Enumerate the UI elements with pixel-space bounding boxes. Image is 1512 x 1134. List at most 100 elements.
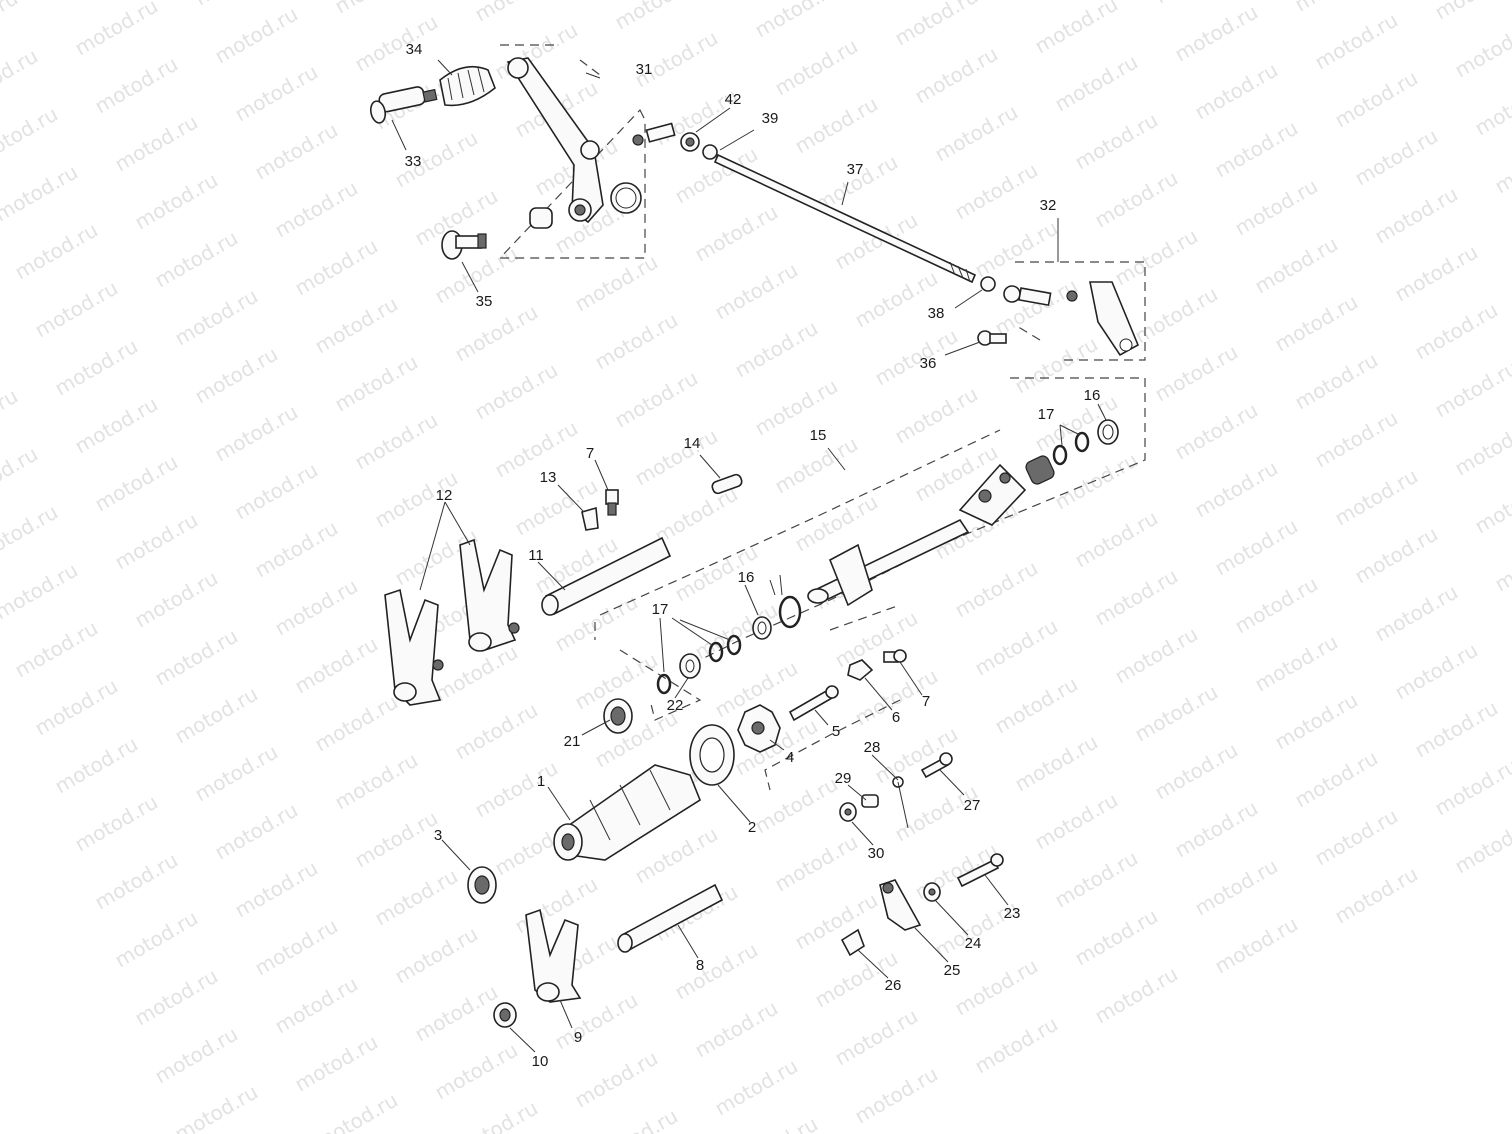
- watermark-text: motod.ru: [151, 1022, 242, 1089]
- callout-12: 12: [436, 487, 453, 504]
- part-1-shift-drum: [553, 764, 701, 861]
- watermark-text: motod.ru: [631, 424, 722, 491]
- callout-9: 9: [574, 1029, 582, 1046]
- watermark-text: motod.ru: [791, 888, 882, 955]
- watermark-text: motod.ru: [1331, 66, 1422, 133]
- watermark-text: motod.ru: [1151, 0, 1242, 8]
- watermark-text: motod.ru: [1391, 240, 1482, 307]
- watermark-text: motod.ru: [591, 1104, 682, 1134]
- part-21-needle-bearing: [603, 698, 633, 734]
- watermark-text: motod.ru: [1051, 448, 1142, 515]
- watermark-text: motod.ru: [351, 806, 442, 873]
- watermark-text: motod.ru: [351, 408, 442, 475]
- watermark-text: motod.ru: [1391, 638, 1482, 705]
- part-33-pivot-bolt: [369, 86, 438, 124]
- watermark-text: motod.ru: [1451, 812, 1512, 879]
- watermark-text: motod.ru: [371, 864, 462, 931]
- watermark-text: motod.ru: [1151, 738, 1242, 805]
- watermark-text: motod.ru: [1151, 340, 1242, 407]
- watermark-text: motod.ru: [151, 624, 242, 691]
- watermark-text: motod.ru: [1111, 622, 1202, 689]
- part-35-bolt: [441, 230, 487, 260]
- watermark-text: motod.ru: [1331, 862, 1422, 929]
- watermark-text: motod.ru: [1471, 74, 1512, 141]
- part-30-washer: [839, 802, 857, 822]
- watermark-text: motod.ru: [691, 996, 782, 1063]
- watermark-text: motod.ru: [0, 384, 22, 451]
- watermark-text: motod.ru: [0, 558, 82, 625]
- watermark-text: motod.ru: [51, 0, 142, 2]
- watermark-text: motod.ru: [971, 614, 1062, 681]
- watermark-text: motod.ru: [251, 516, 342, 583]
- watermark-text: motod.ru: [731, 316, 822, 383]
- watermark-text: motod.ru: [1131, 680, 1222, 747]
- part-39-nut: [702, 144, 718, 160]
- watermark-text: motod.ru: [771, 34, 862, 101]
- callout-32: 32: [1040, 197, 1057, 214]
- watermark-text: motod.ru: [791, 490, 882, 557]
- group-32-outline: [1014, 261, 1146, 361]
- watermark-text: motod.ru: [451, 300, 542, 367]
- watermark-text: motod.ru: [1351, 124, 1442, 191]
- watermark-text: motod.ru: [891, 382, 982, 449]
- callout-42: 42: [725, 91, 742, 108]
- part-7-screw-upper: [605, 489, 619, 516]
- watermark-text: motod.ru: [591, 308, 682, 375]
- part-15-shaft: [807, 463, 1027, 607]
- watermark-text: motod.ru: [111, 906, 202, 973]
- watermark-text: motod.ru: [1251, 630, 1342, 697]
- watermark-text: motod.ru: [1051, 50, 1142, 117]
- watermark-text: motod.ru: [1171, 0, 1262, 66]
- watermark-text: motod.ru: [91, 848, 182, 915]
- watermark-text: motod.ru: [711, 1054, 802, 1121]
- watermark-text: motod.ru: [151, 226, 242, 293]
- callout-35: 35: [476, 293, 493, 310]
- watermark-text: motod.ru: [1311, 8, 1402, 75]
- watermark-text: motod.ru: [1071, 506, 1162, 573]
- watermark-text: motod.ru: [51, 732, 142, 799]
- callout-38: 38: [928, 305, 945, 322]
- watermark-text: motod.ru: [31, 276, 122, 343]
- callout-26: 26: [885, 977, 902, 994]
- watermark-text: motod.ru: [251, 914, 342, 981]
- watermark-text: motod.ru: [1171, 796, 1262, 863]
- watermark-text: motod.ru: [0, 326, 2, 393]
- part-11-fork-rail: [541, 536, 672, 616]
- watermark-text: motod.ru: [1471, 472, 1512, 539]
- part-26-roller: [840, 928, 865, 957]
- part-17-circlips-lower: [656, 634, 742, 695]
- watermark-text: motod.ru: [931, 100, 1022, 167]
- watermark-text: motod.ru: [331, 350, 422, 417]
- callout-7-upper: 7: [586, 445, 594, 462]
- watermark-text: motod.ru: [31, 674, 122, 741]
- watermark-text: motod.ru: [1091, 564, 1182, 631]
- callout-34: 34: [406, 41, 423, 58]
- watermark-text: motod.ru: [111, 110, 202, 177]
- watermark-text: motod.ru: [771, 830, 862, 897]
- watermark-text: motod.ru: [751, 0, 842, 42]
- watermark-text: motod.ru: [211, 2, 302, 69]
- callout-5: 5: [832, 723, 840, 740]
- watermark-text: motod.ru: [971, 216, 1062, 283]
- watermark-text: motod.ru: [471, 0, 562, 26]
- watermark-text: motod.ru: [1031, 788, 1122, 855]
- forks-and-rails: [384, 473, 743, 1028]
- callout-1: 1: [537, 773, 545, 790]
- watermark-text: motod.ru: [651, 482, 742, 549]
- watermark-text: motod.ru: [991, 672, 1082, 739]
- callout-3: 3: [434, 827, 442, 844]
- watermark-text: motod.ru: [271, 972, 362, 1039]
- watermark-text: motod.ru: [1071, 108, 1162, 175]
- callout-6: 6: [892, 709, 900, 726]
- group-4-6-outline: [764, 604, 901, 791]
- callout-37: 37: [847, 161, 864, 178]
- callout-22: 22: [667, 697, 684, 714]
- callout-2: 2: [748, 819, 756, 836]
- part-13-lock-plate: [581, 506, 599, 531]
- watermark-text: motod.ru: [1271, 290, 1362, 357]
- watermark-text: motod.ru: [471, 358, 562, 425]
- watermark-text: motod.ru: [1011, 730, 1102, 797]
- part-34-rubber-boot: [439, 65, 496, 107]
- watermark-text: motod.ru: [51, 334, 142, 401]
